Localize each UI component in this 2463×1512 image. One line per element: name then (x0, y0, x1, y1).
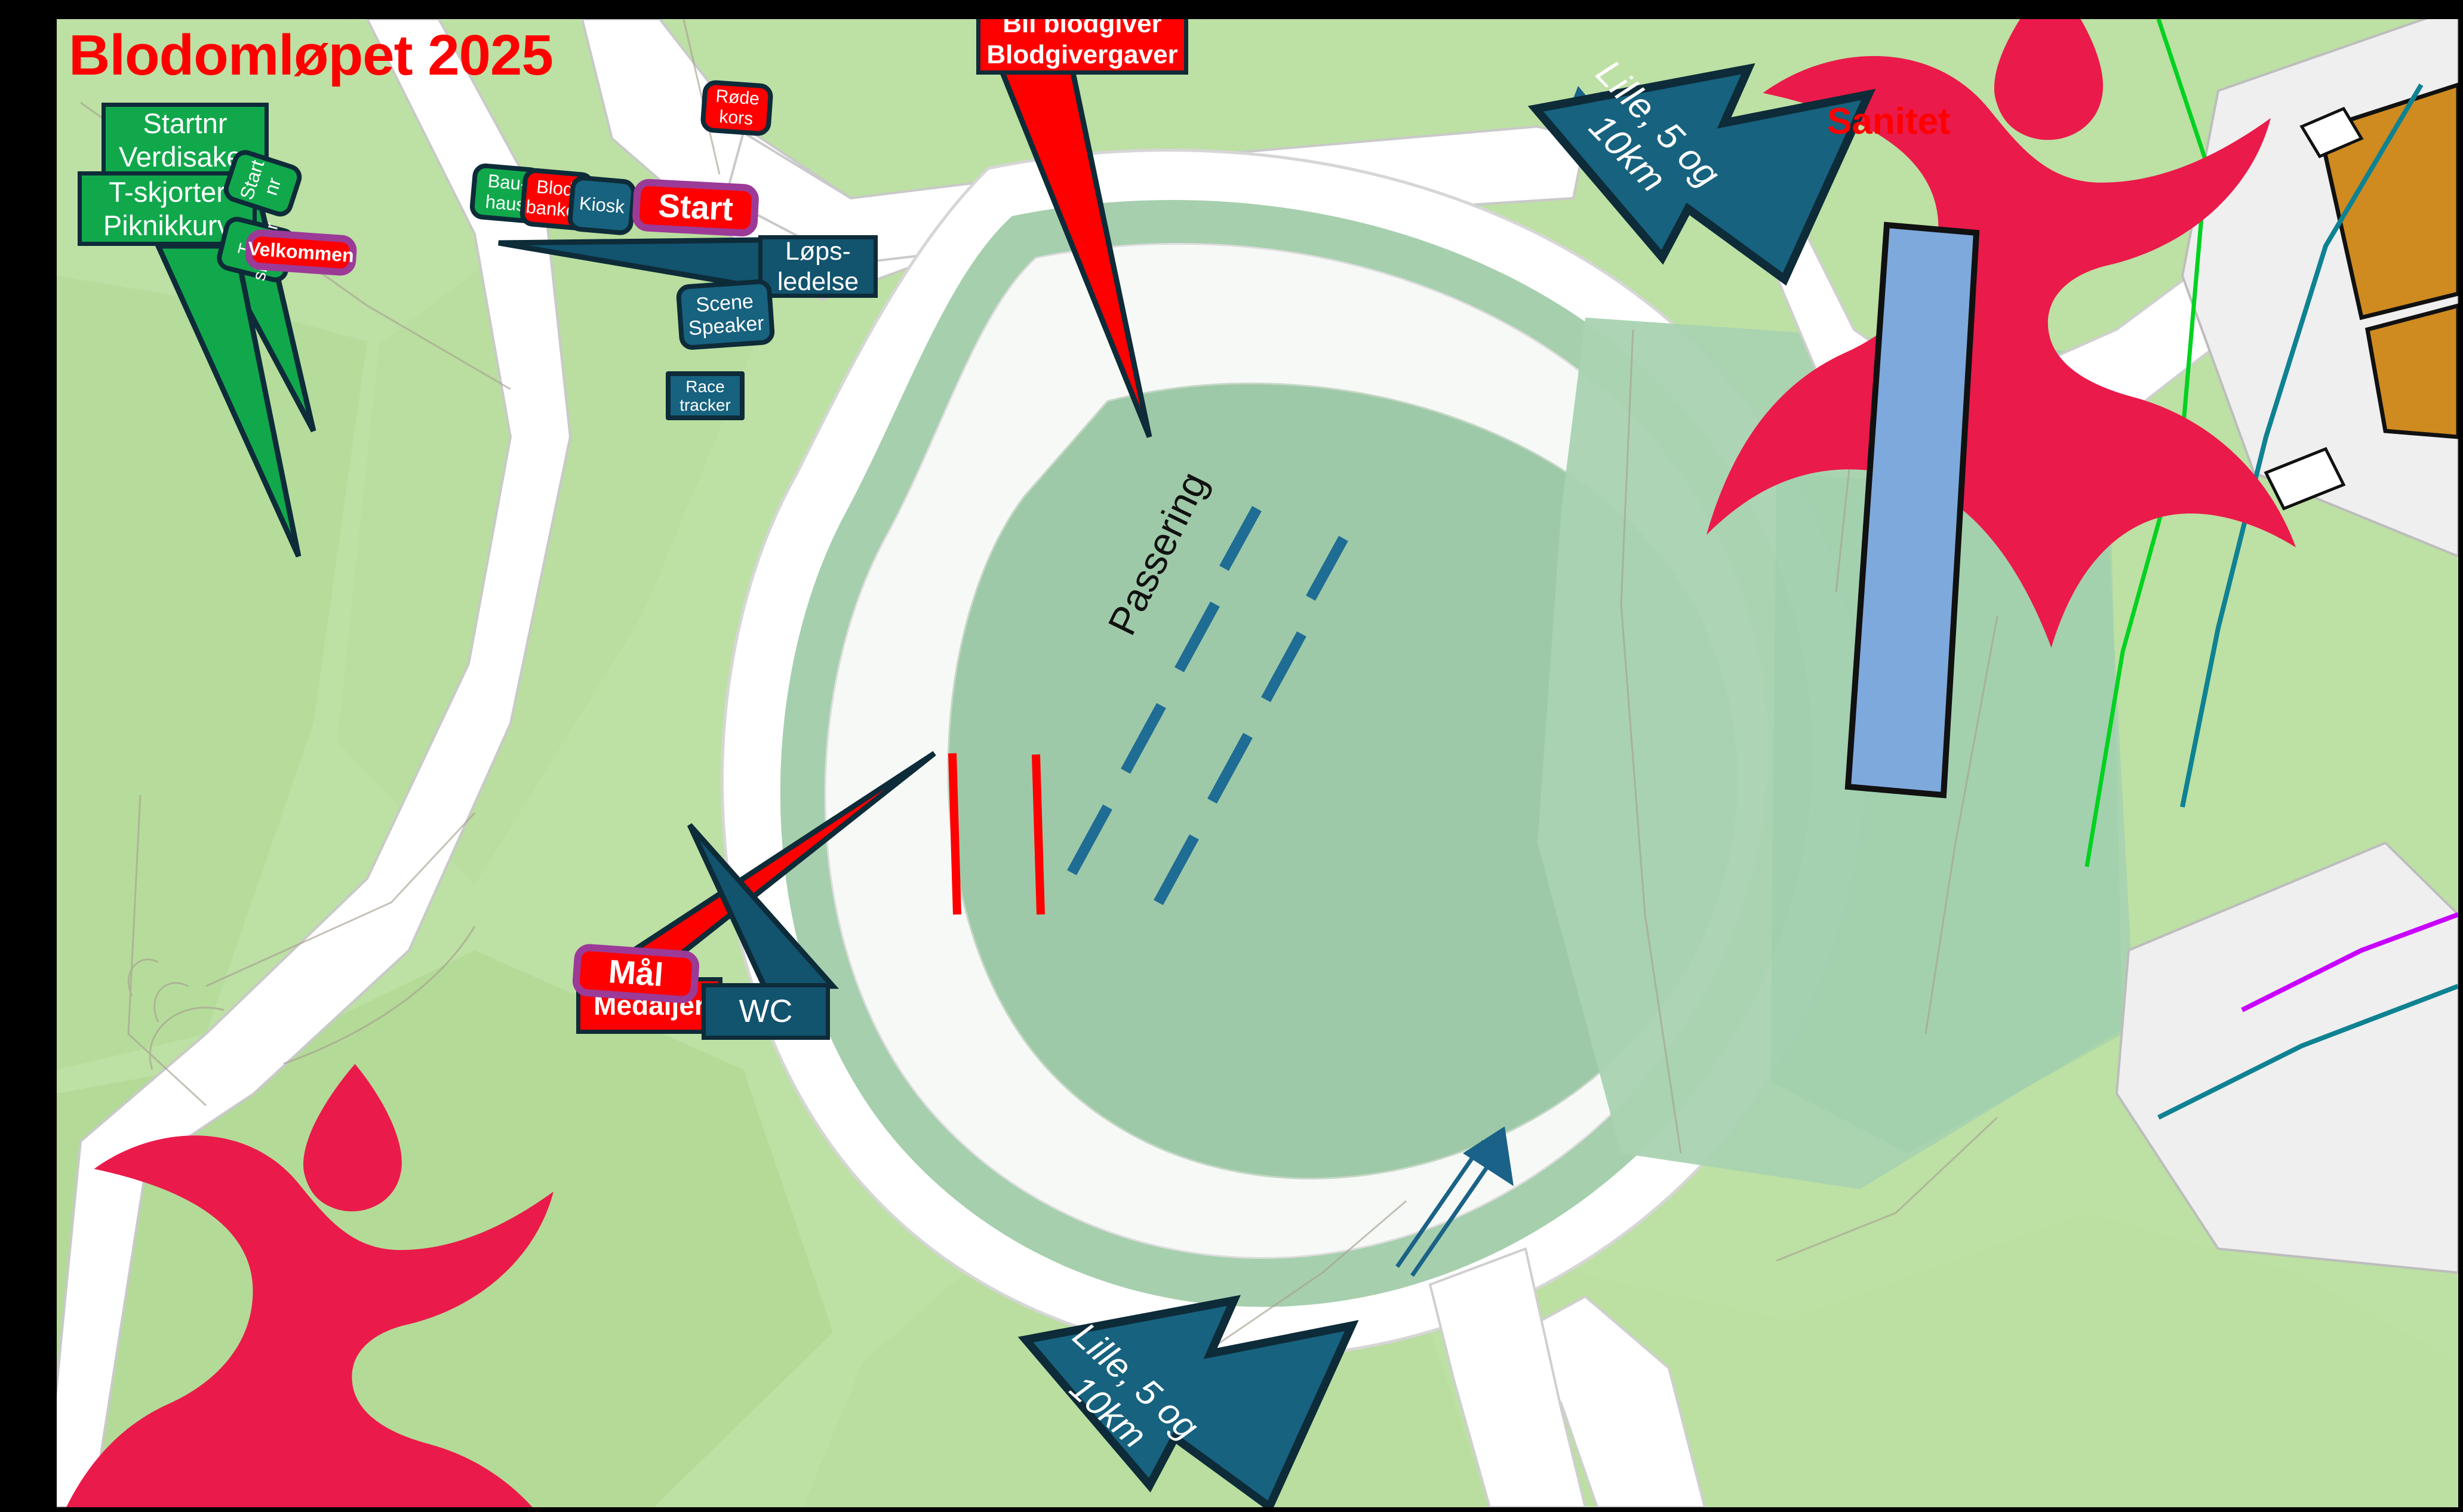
chip-scene-speaker[interactable]: Scene Speaker (675, 278, 776, 351)
callout-wc[interactable]: WC (702, 983, 830, 1040)
page-title: Blodomløpet 2025 (69, 23, 554, 87)
runner-blooddrop-logo (66, 1064, 554, 1507)
callout-lopsledelse[interactable]: Løps- ledelse (758, 235, 878, 298)
callout-bli-blodgiver[interactable]: Bli blodgiver Blodgivergaver (976, 19, 1188, 75)
chip-mal[interactable]: Mål (571, 943, 700, 1005)
route-arrow-top: Lille, 5 og 10km (1490, 19, 1908, 368)
building-lopsledelse-wc (1844, 221, 1980, 799)
callout-pointers (154, 64, 1152, 989)
chip-race-tracker[interactable]: Race tracker (666, 371, 745, 420)
course-markings (948, 506, 1348, 915)
chip-velkommen[interactable]: Velkommen (244, 228, 358, 277)
passering-dashes (1067, 506, 1348, 906)
race-map: Lille, 5 og 10km Lille, 5 og 10km Passer… (57, 19, 2458, 1507)
map-basemap (57, 19, 2458, 1507)
direction-arrow-icon (1463, 1126, 1514, 1186)
finish-line-marker (948, 753, 1045, 915)
runner-blooddrop-logo (1706, 19, 2296, 648)
chip-rode-kors[interactable]: Røde kors (700, 79, 774, 137)
route-arrow-bottom: Lille, 5 og 10km (988, 1246, 1406, 1507)
route-arrow-top-shape (1527, 63, 1876, 286)
sanitet-label: Sanitet (1827, 101, 1951, 142)
logo-layer (66, 19, 2296, 1507)
callout-medaljer[interactable]: Medaljer (576, 977, 722, 1034)
chip-kiosk[interactable]: Kiosk (567, 174, 637, 236)
route-arrow-bottom-shape (1017, 1295, 1359, 1507)
stadium-ring (721, 149, 1868, 1358)
buildings-layer (1844, 221, 1980, 799)
direction-arrow-icon (1395, 1140, 1500, 1277)
chip-start[interactable]: Start (631, 178, 760, 238)
pointer-tskjorter (154, 243, 302, 558)
